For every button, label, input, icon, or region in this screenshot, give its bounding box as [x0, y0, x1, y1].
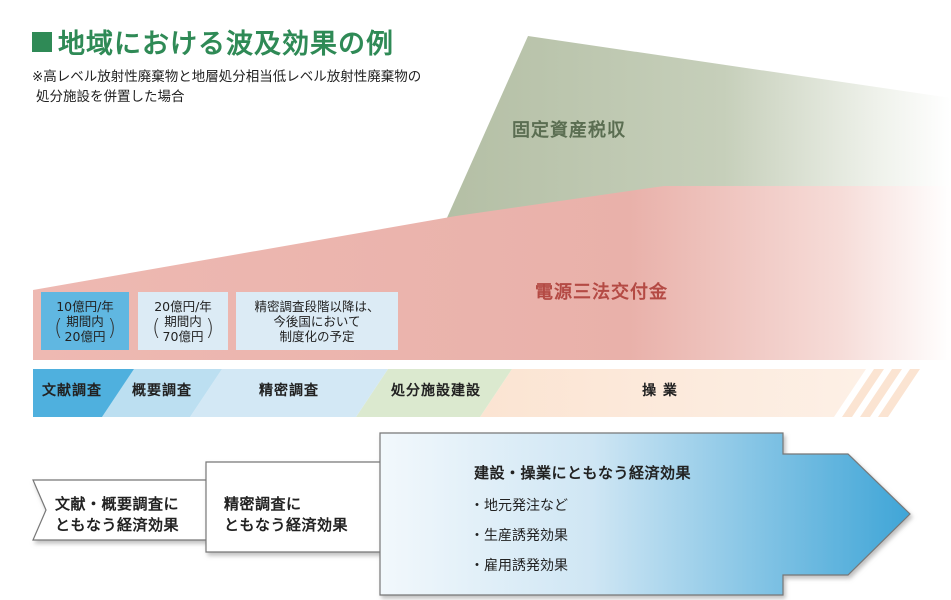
amount-period-total: 20億円: [64, 328, 106, 344]
note: ※高レベル放射性廃棄物と地層処分相当低レベル放射性廃棄物の 処分施設を併置した場…: [32, 67, 421, 107]
paren-left: (: [53, 315, 63, 341]
amount-box-overview: 20億円/年 ( 期間内 70億円 ): [138, 292, 228, 350]
effect-3-bullets: ・地元発注など ・生産誘発効果 ・雇用誘発効果: [470, 491, 568, 581]
amount-note-line-3: 制度化の予定: [279, 328, 355, 344]
note-line-1: ※高レベル放射性廃棄物と地層処分相当低レベル放射性廃棄物の: [32, 69, 422, 85]
amount-rate: 20億円/年: [154, 298, 212, 314]
amount-box-literature: 10億円/年 ( 期間内 20億円 ): [41, 292, 129, 350]
paren-right: ): [107, 315, 117, 341]
bullet-item: ・地元発注など: [470, 498, 568, 514]
phase-stripe: [842, 369, 884, 417]
phase-literature-segment: [33, 369, 134, 417]
amount-box-detailed: 精密調査段階以降は、 今後国において 制度化の予定: [236, 292, 398, 350]
amount-period: ( 期間内 70億円 ): [152, 314, 214, 344]
effect-2-line-1: 精密調査に: [224, 495, 302, 513]
phase-construction-segment: [356, 369, 512, 417]
phase-detailed-segment: [190, 369, 388, 417]
effect-text-1: 文献・概要調査に ともなう経済効果: [55, 494, 179, 536]
amount-period: ( 期間内 20億円 ): [54, 314, 116, 344]
phase-label-detailed: 精密調査: [259, 383, 319, 399]
paren-left: (: [151, 315, 161, 341]
amount-period-label: 期間内: [66, 313, 104, 329]
effect-box-1: [32, 479, 223, 541]
phase-bar: [33, 369, 920, 417]
page-title-text: 地域における波及効果の例: [58, 29, 394, 60]
phase-label-construction: 処分施設建設: [391, 383, 481, 399]
phase-label-literature: 文献調査: [42, 383, 102, 399]
paren-right: ): [205, 315, 215, 341]
grant-band-label: 電源三法交付金: [535, 282, 668, 303]
effect-2-line-2: ともなう経済効果: [224, 516, 349, 534]
amount-rate: 10億円/年: [56, 298, 114, 314]
phase-label-overview: 概要調査: [132, 383, 192, 399]
bullet-item: ・雇用誘発効果: [470, 558, 568, 574]
phase-label-operation: 操 業: [642, 383, 678, 399]
phase-overview-segment: [102, 369, 222, 417]
effect-1-line-2: ともなう経済効果: [55, 516, 180, 534]
amount-period-total: 70億円: [162, 328, 204, 344]
phase-stripe: [860, 369, 902, 417]
amount-note-line-1: 精密調査段階以降は、: [254, 298, 380, 314]
phase-ops-segment: [480, 369, 866, 417]
effect-3-title: 建設・操業にともなう経済効果: [474, 464, 692, 482]
bullet-item: ・生産誘発効果: [470, 528, 568, 544]
phase-stripe: [878, 369, 920, 417]
effect-1-line-1: 文献・概要調査に: [55, 495, 180, 513]
effect-arrow: [379, 432, 911, 596]
title-square-icon: [32, 31, 52, 52]
amount-period-label: 期間内: [164, 313, 202, 329]
note-line-2: 処分施設を併置した場合: [36, 89, 185, 105]
effect-text-2: 精密調査に ともなう経済効果: [224, 494, 348, 536]
amount-note-line-2: 今後国において: [273, 313, 361, 329]
page-title: 地域における波及効果の例: [32, 22, 394, 61]
tax-band-label: 固定資産税収: [512, 120, 626, 141]
